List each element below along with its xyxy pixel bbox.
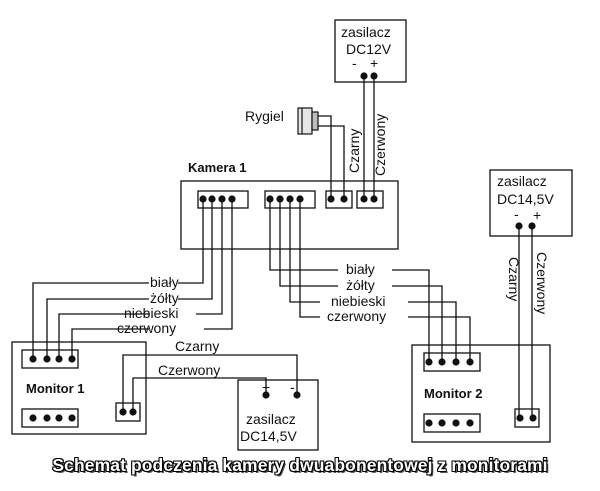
monitor-1-label: Monitor 1: [26, 381, 85, 396]
wire-label-right-1: żółty: [346, 277, 375, 293]
monitor-2-terminal-power: [514, 408, 540, 428]
rygiel-lock-icon: [297, 107, 319, 135]
psu-right-box: [489, 169, 573, 237]
wires-rygiel: [318, 115, 345, 198]
monitor-1-terminal-power: [115, 402, 141, 422]
monitor-2-terminal-bottom: [423, 413, 481, 433]
terminal-dots: [29, 72, 537, 427]
psu-right-name: zasilacz: [497, 173, 547, 189]
monitor-2-box: [411, 344, 551, 443]
wires-psu-right: [518, 226, 533, 416]
diagram-title: Schemat podczenia kamery dwuabonentowej …: [52, 455, 548, 475]
wire-label-czerwony-right: Czerwony: [534, 252, 550, 314]
monitor-2-label: Monitor 2: [424, 386, 483, 401]
psu-bottom-box: [237, 379, 319, 451]
wire-label-czarny: Czarny: [175, 338, 219, 354]
psu-bottom-plus: +: [262, 379, 270, 395]
wire-label-right-0: biały: [346, 261, 375, 277]
camera-label: Kamera 1: [188, 160, 247, 175]
psu-bottom-rating: DC14,5V: [240, 428, 297, 444]
monitor-1-terminal-bottom: [21, 408, 79, 428]
wires-psu-bottom: [122, 354, 298, 410]
rygiel-label: Rygiel: [245, 108, 284, 124]
wire-label-left-0: biały: [150, 274, 179, 290]
psu-right-plus: +: [533, 207, 541, 223]
wire-label-czerwony-vertical: Czerwony: [372, 114, 388, 176]
wire-label-left-1: żółty: [150, 290, 179, 306]
psu-top-rating: DC12V: [346, 41, 392, 57]
monitor-1-terminal-top: [21, 349, 79, 369]
camera-terminal-left: [197, 190, 249, 209]
psu-top-box: [334, 19, 407, 83]
wire-label-left-3: czerwony: [117, 320, 176, 336]
wire-label-right-2: niebieski: [331, 293, 385, 309]
camera-terminal-lock: [325, 190, 353, 209]
psu-bottom-name: zasilacz: [246, 411, 296, 427]
wire-label-czarny-vertical: Czarny: [346, 129, 362, 173]
psu-bottom-minus: -: [290, 379, 295, 395]
camera-terminal-power: [356, 190, 384, 209]
psu-top-name: zasilacz: [341, 24, 391, 40]
wires-camera-monitor-2: [269, 198, 471, 360]
wires-camera-monitor-1: [32, 198, 233, 357]
wire-label-czerwony: Czerwony: [158, 362, 220, 378]
psu-right-rating: DC14,5V: [497, 191, 554, 207]
psu-top-plus: +: [370, 55, 378, 71]
wire-label-right-3: czerwony: [327, 308, 386, 324]
wire-label-left-2: niebieski: [124, 305, 178, 321]
monitor-2-terminal-top: [423, 352, 481, 372]
psu-top-minus: -: [352, 55, 357, 71]
psu-right-minus: -: [514, 206, 519, 222]
monitor-1-box: [11, 341, 147, 435]
wire-label-czarny-right: Czarny: [506, 257, 522, 301]
wires-psu-top: [363, 76, 375, 198]
